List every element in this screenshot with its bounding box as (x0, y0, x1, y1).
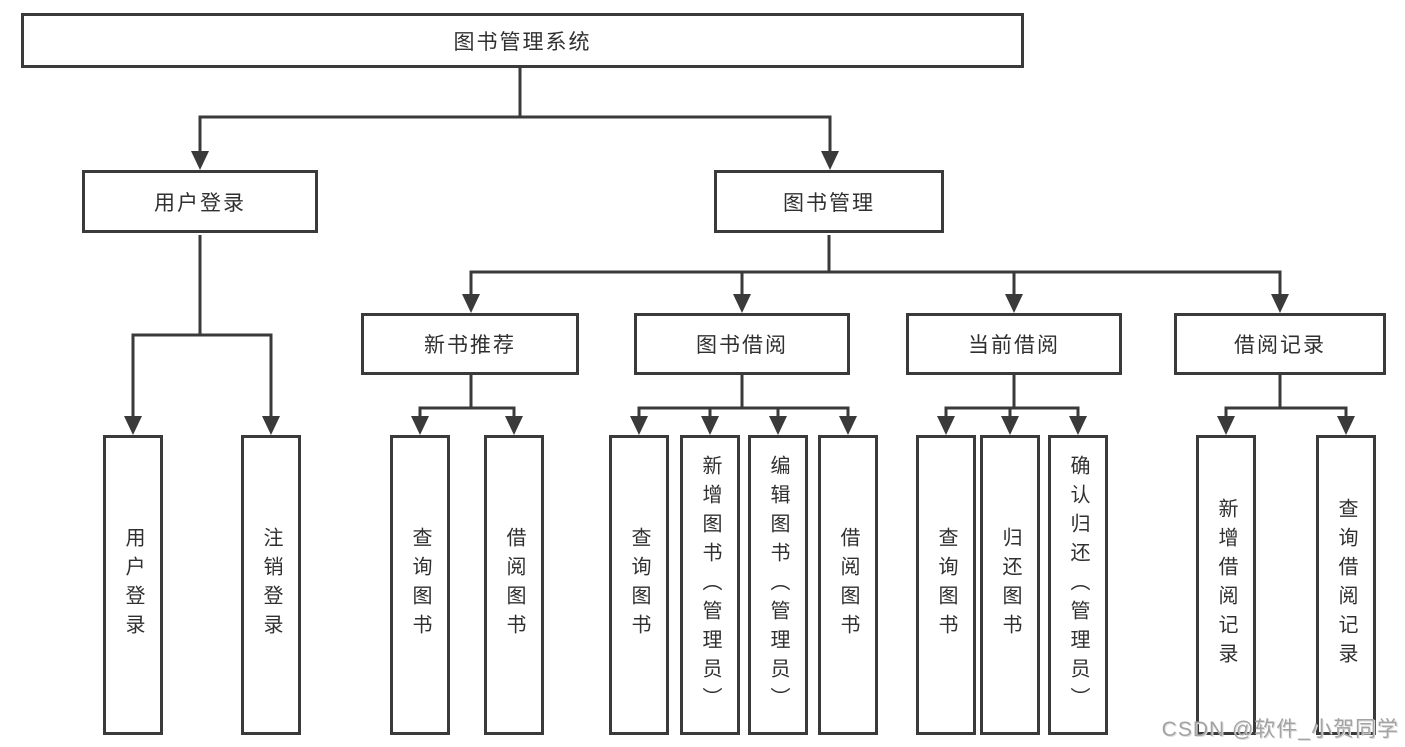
node-label: 图书管理系统 (453, 30, 592, 54)
leaf-add-borrow-record: 新增借阅记录 (1196, 435, 1256, 735)
node-label: 新增图书（管理员） (699, 454, 721, 716)
node-label: 用户登录 (154, 191, 246, 215)
leaf-borrow-books-recommend: 借阅图书 (484, 435, 544, 735)
node-label: 新书推荐 (424, 334, 516, 357)
node-label: 新增借阅记录 (1215, 498, 1237, 672)
node-label: 借阅记录 (1234, 334, 1326, 357)
node-user-login: 用户登录 (82, 170, 318, 233)
leaf-borrow-books: 借阅图书 (818, 435, 878, 735)
node-label: 归还图书 (999, 527, 1021, 643)
node-label: 注销登录 (260, 527, 282, 643)
leaf-add-books-admin: 新增图书（管理员） (680, 435, 740, 735)
node-label: 查询借阅记录 (1335, 498, 1357, 672)
node-library-management-system: 图书管理系统 (21, 13, 1024, 68)
node-label: 借阅图书 (837, 527, 859, 643)
leaf-edit-books-admin: 编辑图书（管理员） (748, 435, 808, 735)
leaf-user-login: 用户登录 (103, 435, 163, 735)
leaf-return-books: 归还图书 (980, 435, 1040, 735)
leaf-query-books-recommend: 查询图书 (390, 435, 450, 735)
node-label: 借阅图书 (503, 527, 525, 643)
node-label: 用户登录 (122, 527, 144, 643)
node-label: 图书管理 (783, 191, 875, 215)
node-label: 编辑图书（管理员） (767, 454, 789, 716)
leaf-confirm-return-admin: 确认归还（管理员） (1048, 435, 1108, 735)
node-label: 当前借阅 (968, 334, 1060, 357)
node-label: 查询图书 (628, 527, 650, 643)
node-book-management: 图书管理 (714, 170, 944, 233)
node-current-borrow: 当前借阅 (906, 313, 1122, 375)
leaf-query-books-borrow: 查询图书 (609, 435, 669, 735)
node-label: 图书借阅 (696, 334, 788, 357)
node-borrow-records: 借阅记录 (1174, 313, 1386, 375)
leaf-query-borrow-record: 查询借阅记录 (1316, 435, 1376, 735)
leaf-logout: 注销登录 (241, 435, 301, 735)
node-new-book-recommend: 新书推荐 (361, 313, 579, 375)
csdn-watermark: CSDN @软件_小贺同学 (1161, 718, 1399, 741)
node-label: 查询图书 (935, 527, 957, 643)
node-label: 确认归还（管理员） (1067, 454, 1089, 716)
leaf-query-books-current: 查询图书 (916, 435, 976, 735)
node-label: 查询图书 (409, 527, 431, 643)
node-book-borrow: 图书借阅 (634, 313, 850, 375)
